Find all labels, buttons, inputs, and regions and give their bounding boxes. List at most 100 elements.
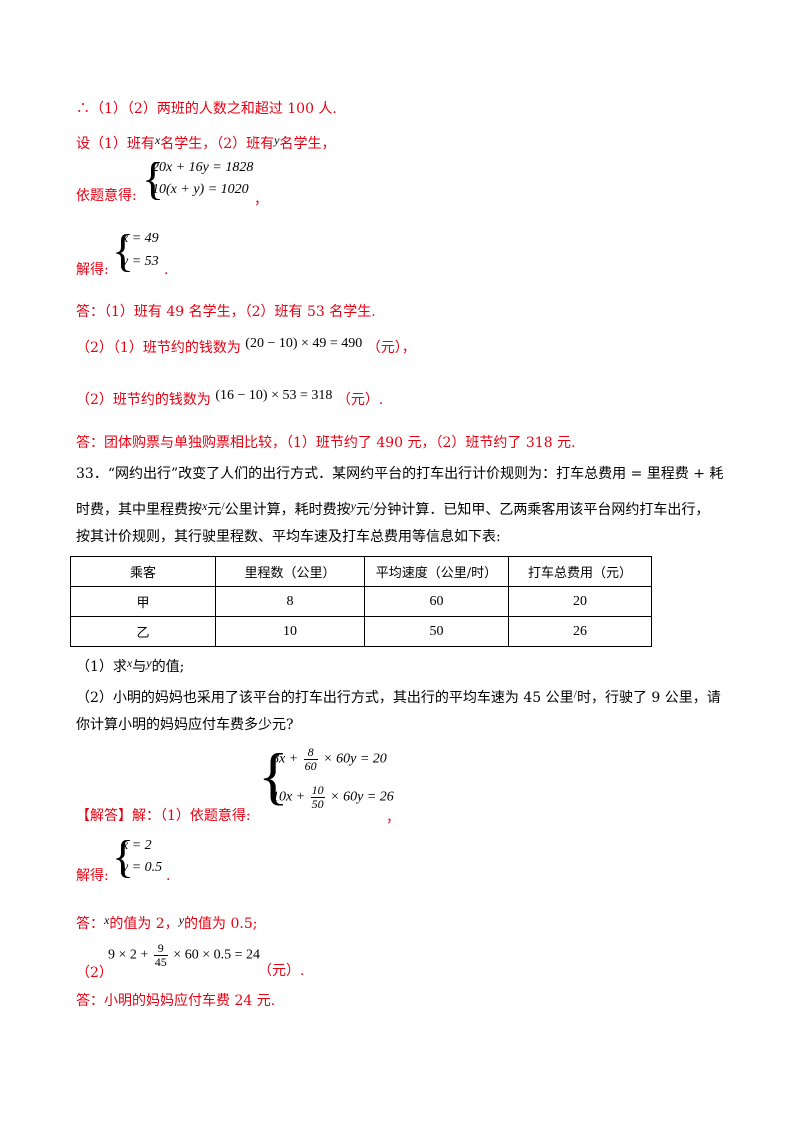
q-text: （1）求 [76, 659, 127, 675]
eq-part: × 60 × 0.5 = 24 [173, 947, 260, 963]
table-cell: 60 [364, 586, 509, 617]
numerator: 8 [303, 746, 318, 760]
solution1-x: x = 49 [122, 231, 159, 246]
question-33-line-2: 时费，其中里程费按x元/公里计算，耗时费按y元/分钟计算．已知甲、乙两乘客用该平… [76, 496, 709, 520]
solution-brace: { [112, 225, 135, 276]
equation-comma: ， [254, 192, 268, 208]
system2-brace: { [258, 740, 289, 811]
savings-text: （2）（1）班节约的钱数为 [76, 340, 241, 356]
q-text: 与 [132, 659, 147, 675]
var-x: x [154, 133, 161, 147]
table-cell: 甲 [70, 586, 216, 617]
savings-unit: （元）. [336, 392, 384, 408]
q-text: 的值; [151, 659, 185, 675]
setup-text-1: 设（1）班有 [76, 136, 155, 152]
solution2-x: x = 2 [122, 838, 152, 853]
question-33-line-3: 按其计价规则，其行驶里程数、平均车速及打车总费用等信息如下表: [76, 529, 501, 545]
sub-question-1: （1）求x与y的值; [76, 653, 184, 677]
var-x: x [202, 499, 208, 513]
solution-period: . [164, 262, 169, 278]
eq-part: 9 × 2 + [108, 947, 149, 963]
q-text: 时，行驶了 9 公里，请 [576, 690, 721, 706]
system1-eq1: 20x + 16y = 1828 [152, 160, 254, 175]
table-cell: 乙 [70, 616, 216, 647]
denominator: 50 [311, 797, 324, 811]
sub-question-2-line-2: 你计算小明的妈妈应付车费多少元? [76, 717, 294, 733]
var-y: y [274, 133, 280, 147]
table-header-cell: 里程数（公里） [215, 556, 365, 587]
denominator: 60 [304, 759, 317, 773]
label-text: 依题意得: [76, 188, 137, 204]
answer-comma: ， [386, 810, 400, 826]
answer-bracket-label: 【解答】 [76, 808, 132, 824]
slash: / [573, 687, 577, 701]
table-header-cell: 乘客 [70, 556, 216, 587]
var-x: x [104, 913, 110, 927]
q-text: 元 [356, 502, 370, 518]
calc-unit: （元）. [258, 963, 305, 979]
var-x: x [126, 656, 133, 670]
table-header-cell: 平均速度（公里/时） [364, 556, 509, 587]
question-33-line-1: 33．“网约出行”改变了人们的出行方式．某网约平台的打车出行计价规则为：打车总费… [76, 466, 724, 482]
label-text: 解得: [76, 262, 109, 278]
table-cell: 10 [215, 616, 365, 647]
answer-start-line: 【解答】解：（1）依题意得: [76, 806, 251, 826]
table-cell: 8 [215, 586, 365, 617]
table-row: 乙 10 50 26 [70, 616, 652, 647]
savings-expr-2: (16 − 10) × 53 = 318 [215, 388, 333, 403]
system1-eq2: 10(x + y) = 1020 [152, 182, 249, 197]
calc-label: （2） [76, 965, 113, 981]
setup-text-3: 名学生， [279, 136, 336, 152]
savings-class2-line: （2）班节约的钱数为 (16 − 10) × 53 = 318 （元）. [76, 386, 383, 410]
conclusion-line: ∴（1）（2）两班的人数之和超过 100 人. [76, 101, 337, 117]
q-text: 时费，其中里程费按 [76, 502, 202, 518]
var-y: y [350, 499, 356, 513]
var-y: y [146, 656, 152, 670]
table-cell: 50 [364, 616, 509, 647]
final-answer: 答：小明的妈妈应付车费 24 元. [76, 993, 276, 1009]
q-text: 元 [207, 502, 222, 518]
label-text: 解得: [76, 868, 109, 884]
solution1-y: y = 53 [122, 254, 159, 269]
numerator: 9 [153, 942, 168, 956]
table-header-row: 乘客 里程数（公里） 平均速度（公里/时） 打车总费用（元） [70, 556, 652, 587]
solution2-label: 解得: [76, 866, 109, 886]
savings-class1-line: （2）（1）班节约的钱数为 (20 − 10) × 49 = 490 （元）， [76, 334, 416, 358]
answer-text: 答： [76, 916, 104, 932]
denominator: 45 [154, 955, 167, 969]
equation-label: 依题意得: [76, 186, 137, 206]
answer-line-2: 答：团体购票与单独购票相比较，（1）班节约了 490 元，（2）班节约了 318… [76, 435, 576, 451]
system-brace: { [142, 153, 165, 204]
eq-part: 8x + [272, 751, 299, 767]
solution2-y: y = 0.5 [122, 860, 163, 875]
savings-unit: （元）， [366, 340, 416, 356]
fare-table: 乘客 里程数（公里） 平均速度（公里/时） 打车总费用（元） 甲 8 60 20… [70, 556, 652, 647]
solution2-period: . [166, 868, 171, 884]
answer-text: 的值为 0.5; [184, 916, 258, 932]
table-cell: 26 [508, 616, 652, 647]
setup-text-2: 名学生，（2）班有 [160, 136, 275, 152]
sub-question-2-line-1: （2）小明的妈妈也采用了该平台的打车出行方式，其出行的平均车速为 45 公里/时… [76, 684, 721, 708]
solution2-brace: { [112, 831, 135, 882]
answer-values-line: 答：x的值为 2，y的值为 0.5; [76, 910, 257, 934]
savings-text: （2）班节约的钱数为 [76, 392, 211, 408]
answer-text: 的值为 2， [109, 916, 179, 932]
q-text: 公里计算，耗时费按 [224, 502, 351, 518]
q-text: （2）小明的妈妈也采用了该平台的打车出行方式，其出行的平均车速为 45 公里 [76, 690, 574, 706]
savings-expr-1: (20 − 10) × 49 = 490 [245, 336, 363, 351]
numerator: 10 [310, 783, 325, 798]
var-y: y [178, 913, 185, 927]
table-row: 甲 8 60 20 [70, 586, 652, 617]
table-header-cell: 打车总费用（元） [508, 556, 652, 587]
table-cell: 20 [508, 586, 652, 617]
eq-part: 10x + [272, 789, 306, 805]
eq-part: × 60y = 26 [330, 789, 394, 805]
answer-line-1: 答：（1）班有 49 名学生，（2）班有 53 名学生. [76, 304, 376, 320]
q-text: 分钟计算．已知甲、乙两乘客用该平台网约打车出行， [373, 502, 710, 518]
answer-text: 解：（1）依题意得: [132, 808, 251, 824]
